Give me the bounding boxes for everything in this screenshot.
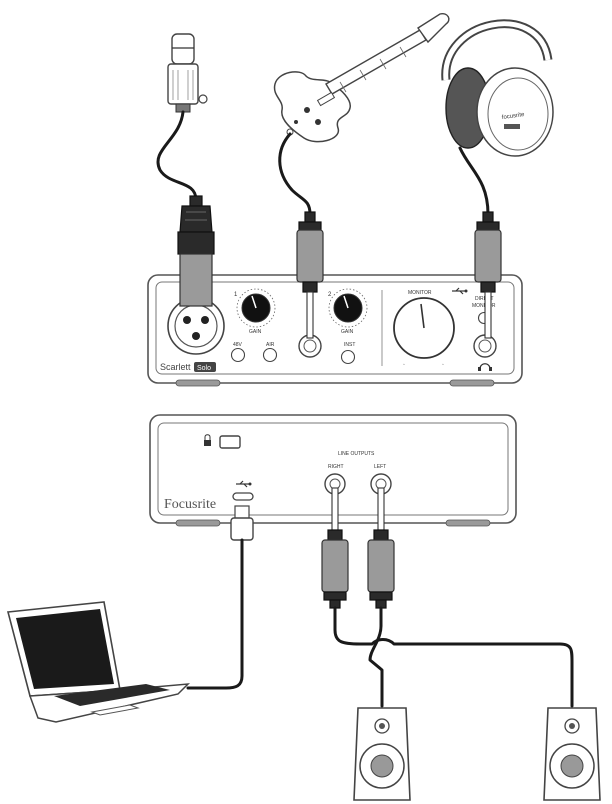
input1-number: 1: [234, 292, 238, 298]
svg-text:◦: ◦: [442, 362, 444, 368]
right-output-plug: [321, 487, 349, 609]
air-button[interactable]: [262, 347, 278, 363]
phantom-power-label: 48V: [233, 342, 243, 348]
phantom-power-button[interactable]: [230, 347, 246, 363]
front-panel: 1 GAIN 48V AIR 2 GAIN INST MONITOR: [147, 274, 523, 387]
headphone-output-socket: [473, 334, 497, 358]
gain-label-2: GAIN: [341, 329, 354, 335]
direct-monitor-label-1: DIRECT: [475, 296, 494, 302]
right-output-socket: [324, 473, 346, 495]
usb-cable: [186, 538, 244, 690]
gain-label-1: GAIN: [249, 329, 262, 335]
gain-knob-2[interactable]: [328, 288, 368, 328]
right-output-label: RIGHT: [328, 464, 344, 470]
xlr-plug: [177, 195, 215, 307]
svg-text:◦: ◦: [403, 362, 405, 368]
electric-guitar: [273, 12, 450, 143]
gain-knob-1[interactable]: [236, 288, 276, 328]
inst-label: INST: [344, 342, 355, 348]
brand-name: Focusrite: [164, 497, 216, 512]
instrument-input-socket: [298, 334, 322, 358]
right-output-cable: [333, 606, 574, 708]
model-badge: Solo: [197, 365, 211, 372]
left-output-plug: [367, 487, 395, 609]
headphone-jack-plug: [474, 211, 502, 339]
kensington-slot: [219, 435, 241, 449]
right-speaker: [543, 707, 601, 801]
left-output-cable: [368, 606, 384, 708]
headphone-cable: [458, 146, 490, 216]
microphone: [167, 33, 208, 113]
usb-c-port: [232, 492, 254, 501]
guitar-cable: [278, 132, 312, 216]
mic-cable: [156, 110, 198, 202]
direct-monitor-label-2: MONITOR: [472, 303, 496, 309]
model-name: Scarlett: [160, 362, 191, 372]
left-output-label: LEFT: [374, 464, 386, 470]
guitar-jack-plug: [296, 211, 324, 339]
left-output-socket: [370, 473, 392, 495]
headphone-jack-icon: [478, 363, 492, 371]
input2-number: 2: [328, 292, 332, 298]
air-label: AIR: [266, 342, 275, 348]
laptop: [6, 601, 190, 723]
monitor-knob[interactable]: [393, 297, 455, 359]
xlr-input-socket: [167, 297, 225, 355]
monitor-label: MONITOR: [408, 290, 432, 296]
usb-symbol-rear-icon: [236, 480, 252, 488]
line-outputs-label: LINE OUTPUTS: [338, 451, 375, 457]
usb-symbol-icon: [452, 287, 468, 295]
rear-panel: Focusrite LINE OUTPUTS RIGHT LEFT: [149, 414, 517, 527]
headphones-brand-text: focusrite: [502, 112, 526, 121]
headphones: focusrite: [441, 19, 554, 157]
left-speaker: [353, 707, 411, 801]
inst-button[interactable]: [340, 349, 356, 365]
lock-icon: [204, 434, 211, 446]
